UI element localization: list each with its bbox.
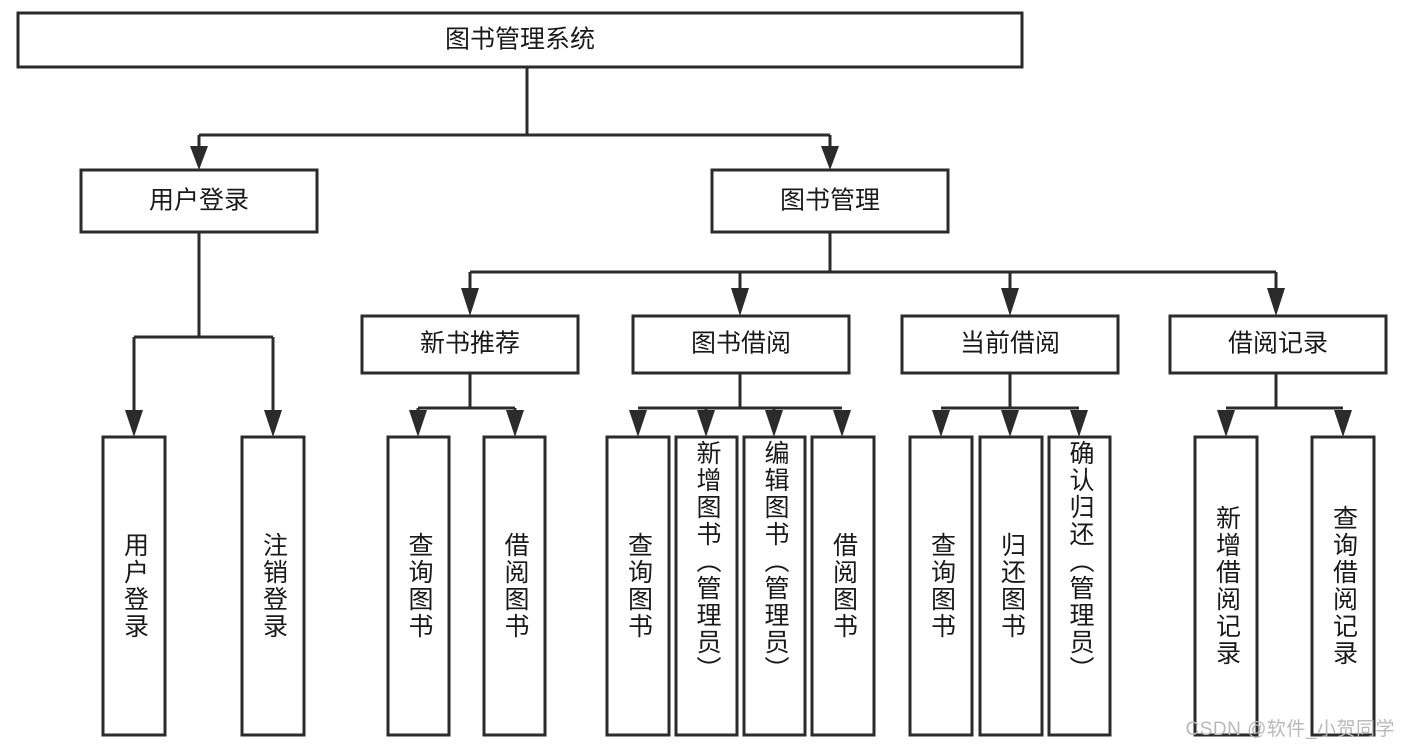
- node-borrow-record-label: 借阅记录: [1228, 330, 1328, 358]
- leaf-box-query-book-2[interactable]: [605, 435, 671, 737]
- node-borrow-record[interactable]: 借阅记录: [1168, 314, 1388, 375]
- arrow-head-nb-leaf-2: [506, 410, 524, 437]
- arrow-head-bb-leaf-3: [765, 410, 783, 437]
- arrow-head-cb-leaf-3: [1070, 410, 1088, 437]
- node-current-borrow[interactable]: 当前借阅: [900, 314, 1120, 375]
- connector-new-book-to-leaves: [409, 373, 524, 437]
- connector-book-manage-to-level3: [461, 232, 1285, 316]
- arrow-head-bb-leaf-1: [629, 410, 647, 437]
- arrow-head-cb-leaf-1: [932, 410, 950, 437]
- node-book-management-rect[interactable]: [710, 168, 950, 234]
- node-new-book-recommend-label: 新书推荐: [420, 330, 520, 358]
- arrow-head-leaf-user-login: [125, 410, 143, 437]
- node-root-book-management-system[interactable]: 图书管理系统: [16, 11, 1024, 69]
- leaf-box-add-book-admin[interactable]: [674, 435, 739, 737]
- leaf-box-query-book-1[interactable]: [386, 435, 451, 737]
- node-book-management-label: 图书管理: [780, 187, 880, 215]
- leaf-box-user-login[interactable]: [101, 435, 167, 737]
- node-new-book-recommend[interactable]: 新书推荐: [360, 314, 580, 375]
- node-root-rect[interactable]: [16, 11, 1024, 69]
- connector-current-borrow-to-leaves: [932, 373, 1088, 437]
- arrow-head-user-login: [190, 146, 208, 170]
- leaf-box-return-book[interactable]: [978, 435, 1044, 737]
- leaf-box-add-borrow-record[interactable]: [1193, 435, 1259, 737]
- node-user-login-rect[interactable]: [79, 168, 319, 234]
- node-book-borrow-rect[interactable]: [631, 314, 851, 375]
- arrow-head-book-manage: [821, 146, 839, 170]
- leaf-box-logout[interactable]: [240, 435, 306, 737]
- connector-user-login-to-leaves: [125, 232, 282, 437]
- leaf-box-borrow-book-2[interactable]: [810, 435, 876, 737]
- node-book-borrow-label: 图书借阅: [691, 330, 791, 358]
- arrow-head-book-borrow: [731, 288, 749, 316]
- watermark-text: CSDN @软件_小贺同学: [1185, 719, 1395, 740]
- arrow-head-new-book: [461, 288, 479, 316]
- node-user-login[interactable]: 用户登录: [79, 168, 319, 234]
- leaf-box-query-borrow-record[interactable]: [1310, 435, 1376, 737]
- leaf-box-edit-book-admin[interactable]: [742, 435, 807, 737]
- leaf-box-confirm-return-admin[interactable]: [1047, 435, 1112, 737]
- arrow-head-bb-leaf-2: [697, 410, 715, 437]
- connector-root-to-level2: [190, 67, 839, 170]
- arrow-head-current-borrow: [1001, 288, 1019, 316]
- arrow-head-bb-leaf-4: [833, 410, 851, 437]
- node-user-login-label: 用户登录: [149, 187, 249, 215]
- arrow-head-leaf-logout: [264, 410, 282, 437]
- arrow-head-nb-leaf-1: [409, 410, 427, 437]
- connector-borrow-record-to-leaves: [1217, 373, 1352, 437]
- leaf-box-borrow-book-1[interactable]: [482, 435, 547, 737]
- node-book-management[interactable]: 图书管理: [710, 168, 950, 234]
- arrow-head-borrow-record: [1267, 288, 1285, 316]
- arrow-head-br-leaf-1: [1217, 410, 1235, 437]
- node-borrow-record-rect[interactable]: [1168, 314, 1388, 375]
- node-book-borrow[interactable]: 图书借阅: [631, 314, 851, 375]
- node-new-book-recommend-rect[interactable]: [360, 314, 580, 375]
- leaf-box-query-book-3[interactable]: [908, 435, 974, 737]
- node-current-borrow-rect[interactable]: [900, 314, 1120, 375]
- arrow-head-cb-leaf-2: [1001, 410, 1019, 437]
- node-current-borrow-label: 当前借阅: [960, 330, 1060, 358]
- connector-book-borrow-to-leaves: [629, 373, 851, 437]
- arrow-head-br-leaf-2: [1334, 410, 1352, 437]
- node-root-label: 图书管理系统: [445, 26, 595, 54]
